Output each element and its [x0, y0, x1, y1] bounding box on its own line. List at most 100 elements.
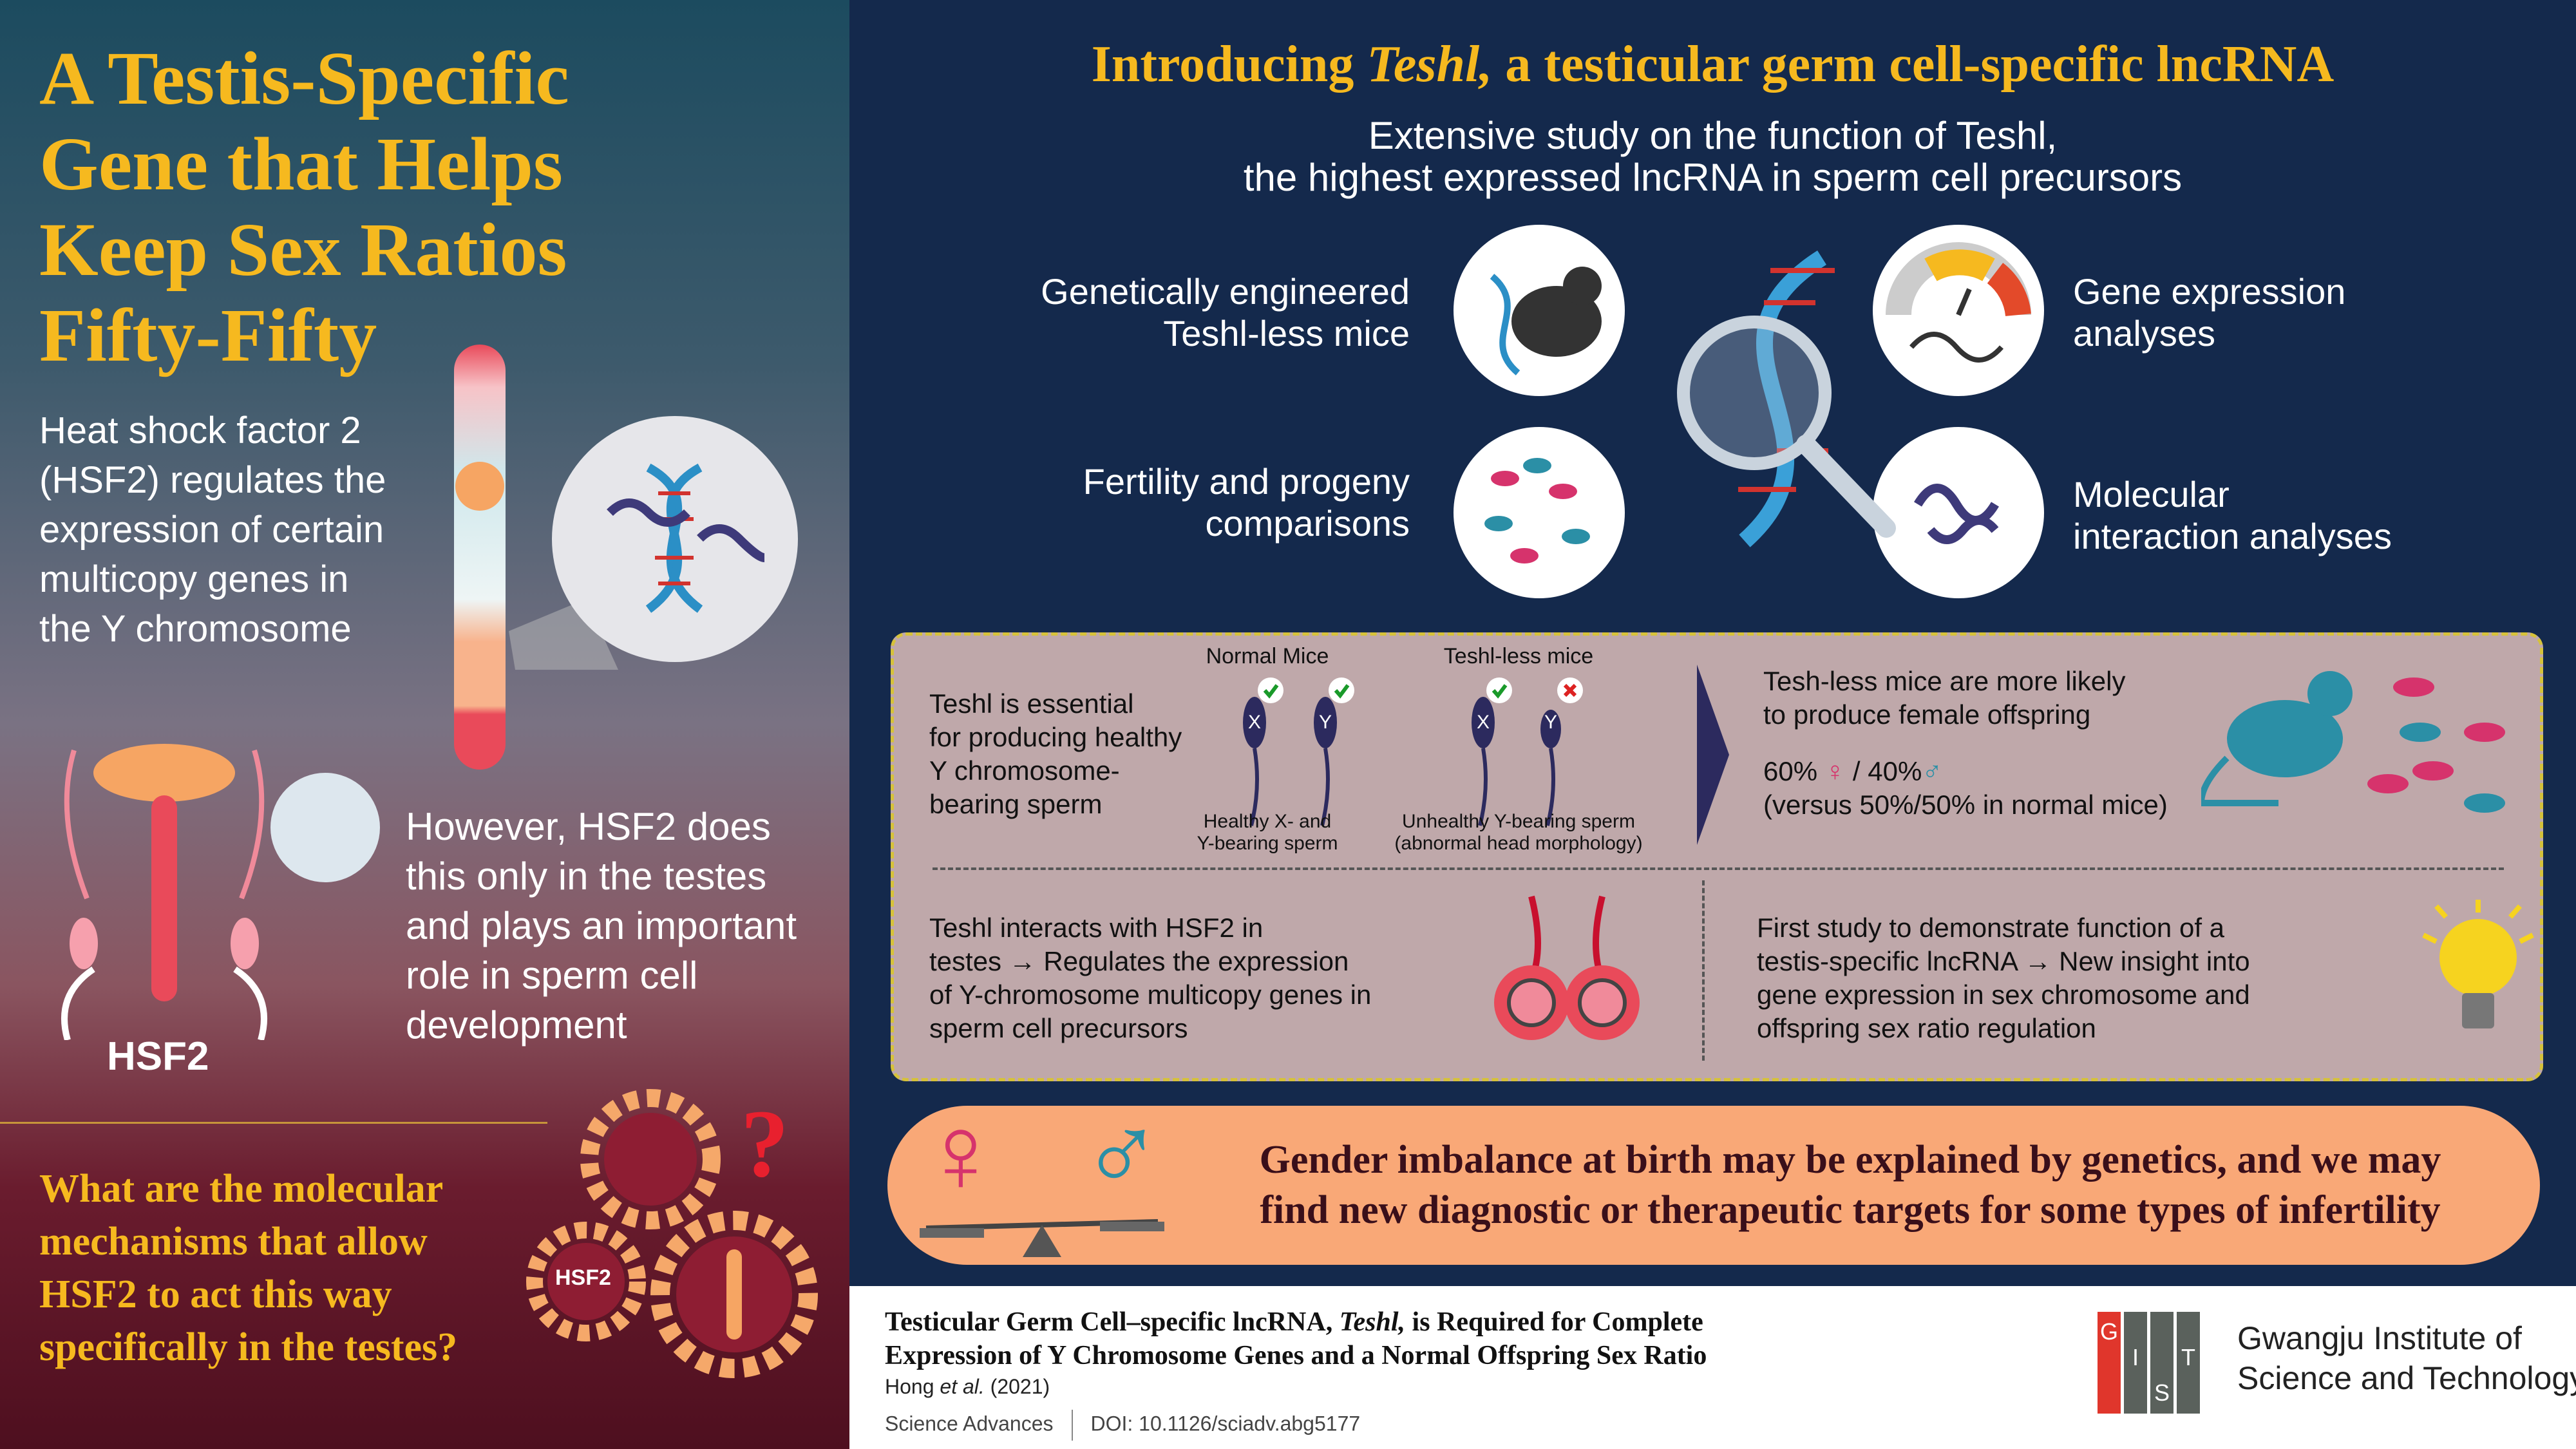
text-line: (abnormal head morphology): [1394, 833, 1643, 854]
text-line: Molecular: [2073, 474, 2230, 515]
arrow-right-icon: [1697, 665, 1729, 845]
text-line: the Y chromosome: [39, 608, 352, 650]
normal-mice-label: Normal Mice: [1206, 644, 1329, 668]
title-line: Fifty-Fifty: [39, 293, 377, 377]
paper-title-line: Expression of Y Chromosome Genes and a N…: [885, 1341, 1707, 1370]
text-line: Gender imbalance at birth may be explain…: [1259, 1138, 2441, 1182]
separator: [1071, 1410, 1073, 1441]
paper-title: Testicular Germ Cell–specific lncRNA, Te…: [885, 1305, 1707, 1372]
logo-letter: G: [2098, 1312, 2121, 1414]
author: Hong: [885, 1375, 940, 1398]
mice-offspring-icon: [2201, 671, 2505, 813]
first-study-text: First study to demonstrate function of a…: [1757, 911, 2250, 1045]
text-line: First study to demonstrate function of a: [1757, 913, 2225, 943]
protein-structure-icon: [1873, 427, 2044, 598]
subtitle: Extensive study on the function of Teshl…: [849, 115, 2576, 198]
gears-icon: [526, 1089, 818, 1378]
title-part: Introducing: [1091, 36, 1367, 93]
text-line: Fertility and progeny: [1083, 461, 1410, 502]
protein-dna-icon: [552, 416, 798, 662]
text-line: mechanisms that allow: [39, 1220, 428, 1264]
text-line: gene expression in sex chromosome and: [1757, 980, 2250, 1010]
sperm-icons: [1243, 677, 1583, 826]
title-part: Teshl,: [1367, 36, 1493, 93]
year: (2021): [984, 1375, 1050, 1398]
y-label: Y: [1544, 712, 1558, 733]
conclusion-banner: ♀ ♂ Gender imbalance at birth may be exp…: [887, 1093, 2540, 1265]
citation: Science Advances DOI: 10.1126/sciadv.abg5…: [885, 1410, 1360, 1441]
text-line: Gene expression: [2073, 271, 2346, 312]
text-line: Unhealthy Y-bearing sperm: [1402, 811, 1635, 832]
text-line: comparisons: [1205, 503, 1410, 544]
logo-letter: T: [2177, 1312, 2200, 1414]
title-line: Keep Sex Ratios: [39, 207, 567, 292]
title-part: a testicular germ cell-specific lncRNA: [1492, 36, 2334, 93]
gist-logo: G I S T: [2098, 1312, 2200, 1414]
text-line: multicopy genes in: [39, 558, 349, 600]
text-line: Teshl is essential: [929, 688, 1134, 719]
footer: Testicular Germ Cell–specific lncRNA, Te…: [849, 1286, 2576, 1449]
gauge-dna-icon: [1873, 225, 2044, 396]
text-line: offspring sex ratio regulation: [1757, 1013, 2096, 1043]
logo-letter: S: [2150, 1312, 2174, 1414]
text-line: Y-bearing sperm: [1197, 833, 1338, 854]
question-text: What are the molecular mechanisms that a…: [39, 1162, 457, 1374]
male-symbol-icon: ♂: [1922, 756, 1942, 786]
logo-letter: I: [2124, 1312, 2147, 1414]
text-line: to produce female offspring: [1763, 699, 2091, 730]
question-mark-icon: ?: [741, 1090, 789, 1197]
however-text: However, HSF2 does this only in the test…: [406, 802, 797, 1050]
journal-name: Science Advances: [885, 1412, 1054, 1435]
text-line: development: [406, 1003, 627, 1046]
text-line: Extensive study on the function of Teshl…: [1368, 114, 2058, 157]
text-line: for producing healthy: [929, 722, 1182, 752]
male-symbol-icon: ♂: [1081, 1093, 1163, 1215]
title-line: A Testis-Specific: [39, 36, 569, 120]
text-line: of Y-chromosome multicopy genes in: [929, 980, 1372, 1010]
versus-text: (versus 50%/50% in normal mice): [1763, 790, 2168, 820]
teshl-less-mice-label: Teshl-less mice: [1443, 644, 1594, 668]
text-line: interaction analyses: [2073, 516, 2392, 556]
ratio-text: 60% ♀ / 40%♂ (versus 50%/50% in normal m…: [1763, 755, 2168, 822]
text-line: testis-specific lncRNA → New insight int…: [1757, 946, 2250, 976]
dna-magnifier-icon: [1677, 251, 1896, 547]
text-line: (HSF2) regulates the: [39, 459, 386, 501]
text-line: However, HSF2 does: [406, 805, 771, 848]
text-line: analyses: [2073, 313, 2216, 354]
female-symbol-icon: ♀: [920, 1093, 1002, 1215]
authors: Hong et al. (2021): [885, 1375, 1050, 1399]
text-line: Healthy X- and: [1203, 811, 1332, 832]
section-title: Introducing Teshl, a testicular germ cel…: [849, 35, 2576, 94]
y-label: Y: [1319, 712, 1332, 733]
left-panel: A Testis-Specific Gene that Helps Keep S…: [0, 0, 849, 1449]
ratio-male: / 40%: [1845, 756, 1922, 786]
text-line: find new diagnostic or therapeutic targe…: [1260, 1188, 2441, 1232]
doi-link[interactable]: DOI: 10.1126/sciadv.abg5177: [1090, 1412, 1361, 1435]
divider: [0, 1122, 547, 1124]
text-line: this only in the testes: [406, 855, 767, 898]
text-line: role in sperm cell: [406, 954, 698, 997]
text-line: sperm cell precursors: [929, 1013, 1188, 1043]
text-line: and plays an important: [406, 904, 797, 947]
text-line: Teshl-less mice: [1163, 313, 1410, 354]
divider: [933, 867, 2504, 870]
text-line: specifically in the testes?: [39, 1325, 458, 1369]
title-part: Testicular Germ Cell–specific lncRNA,: [885, 1307, 1340, 1337]
unhealthy-caption: Unhealthy Y-bearing sperm(abnormal head …: [1383, 811, 1654, 855]
ratio-female: 60%: [1763, 756, 1825, 786]
balance-scale-icon: [920, 1219, 1164, 1257]
text-line: the highest expressed lncRNA in sperm ce…: [1243, 156, 2183, 199]
text-line: Tesh-less mice are more likely: [1763, 666, 2126, 696]
text-line: Y chromosome-: [929, 755, 1120, 786]
text-line: Teshl interacts with HSF2 in: [929, 913, 1264, 943]
x-label: X: [1248, 712, 1262, 733]
title-part: is Required for Complete: [1405, 1307, 1703, 1337]
